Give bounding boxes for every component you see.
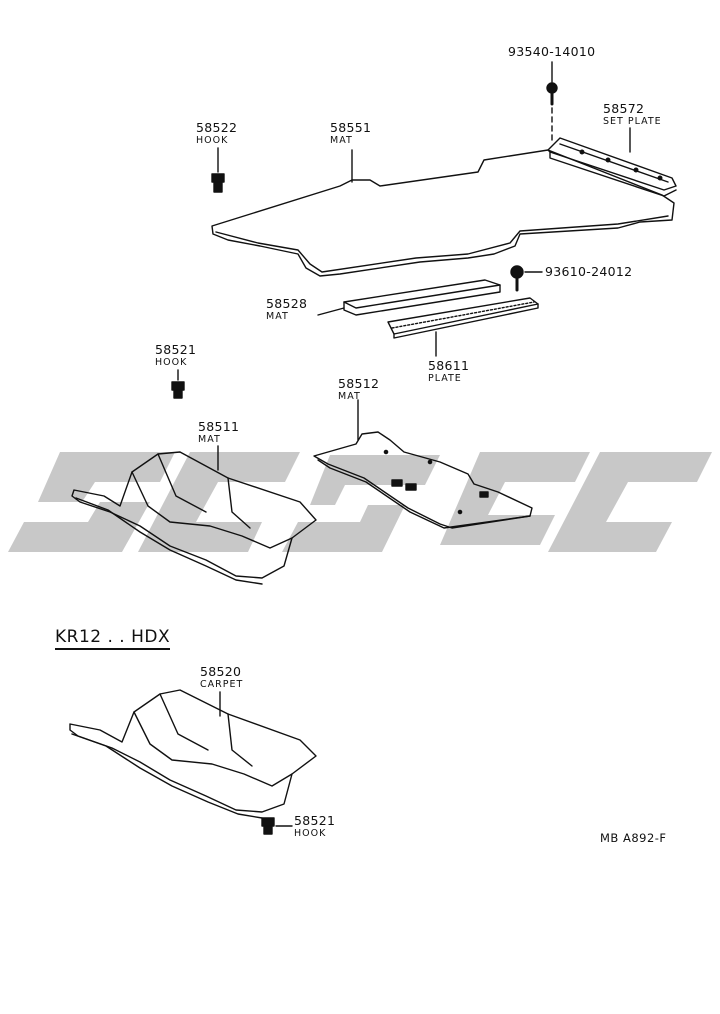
part-name: HOOK	[196, 134, 229, 146]
part-number: 58521	[155, 342, 197, 357]
clip-93610-drawing	[510, 265, 543, 292]
part-number: 58520	[200, 664, 242, 679]
part-label-93610-24012: 93610-24012	[545, 264, 633, 279]
part-number: 58528	[266, 296, 308, 311]
part-label-58521-lower: 58521 HOOK	[294, 813, 336, 839]
mat-58551-drawing	[211, 149, 675, 277]
mat-58512-drawing	[313, 399, 533, 529]
part-label-58520: 58520 CARPET	[200, 664, 244, 690]
hook-58522-drawing	[211, 147, 225, 193]
variant-label: KR12 . . HDX	[55, 627, 171, 650]
part-label-58611: 58611 PLATE	[428, 358, 470, 384]
part-name: SET PLATE	[603, 115, 662, 127]
part-label-93540-14010: 93540-14010	[508, 44, 596, 59]
part-number: 58551	[330, 120, 372, 135]
part-number: 58522	[196, 120, 238, 135]
part-label-58572: 58572 SET PLATE	[603, 101, 662, 127]
mat-58528-drawing	[317, 279, 501, 316]
part-number: 58521	[294, 813, 336, 828]
set-plate-58572-drawing	[547, 127, 677, 197]
part-label-58522: 58522 HOOK	[196, 120, 238, 146]
part-number: 58512	[338, 376, 380, 391]
part-number: 93610-24012	[545, 264, 633, 279]
part-label-58512: 58512 MAT	[338, 376, 380, 402]
part-name: CARPET	[200, 678, 244, 690]
hook-58521-lower-drawing	[261, 817, 293, 835]
part-name: HOOK	[294, 827, 327, 839]
diagram-code: MB A892-F	[600, 831, 667, 845]
part-name: MAT	[266, 310, 289, 322]
part-name: MAT	[338, 390, 361, 402]
part-label-58511: 58511 MAT	[198, 419, 240, 445]
bolt-93540-drawing	[546, 61, 558, 141]
part-label-58551: 58551 MAT	[330, 120, 372, 146]
mat-58511-drawing	[71, 445, 317, 585]
part-number: 58572	[603, 101, 645, 116]
part-name: PLATE	[428, 372, 462, 384]
carpet-58520-drawing	[69, 689, 317, 819]
part-number: 58511	[198, 419, 240, 434]
part-number: 58611	[428, 358, 470, 373]
part-name: MAT	[330, 134, 353, 146]
part-number: 93540-14010	[508, 44, 596, 59]
part-label-58528: 58528 MAT	[266, 296, 308, 322]
part-name: MAT	[198, 433, 221, 445]
hook-58521-upper-drawing	[171, 369, 185, 399]
part-name: HOOK	[155, 356, 188, 368]
part-label-58521-upper: 58521 HOOK	[155, 342, 197, 368]
plate-58611-drawing	[387, 297, 539, 357]
